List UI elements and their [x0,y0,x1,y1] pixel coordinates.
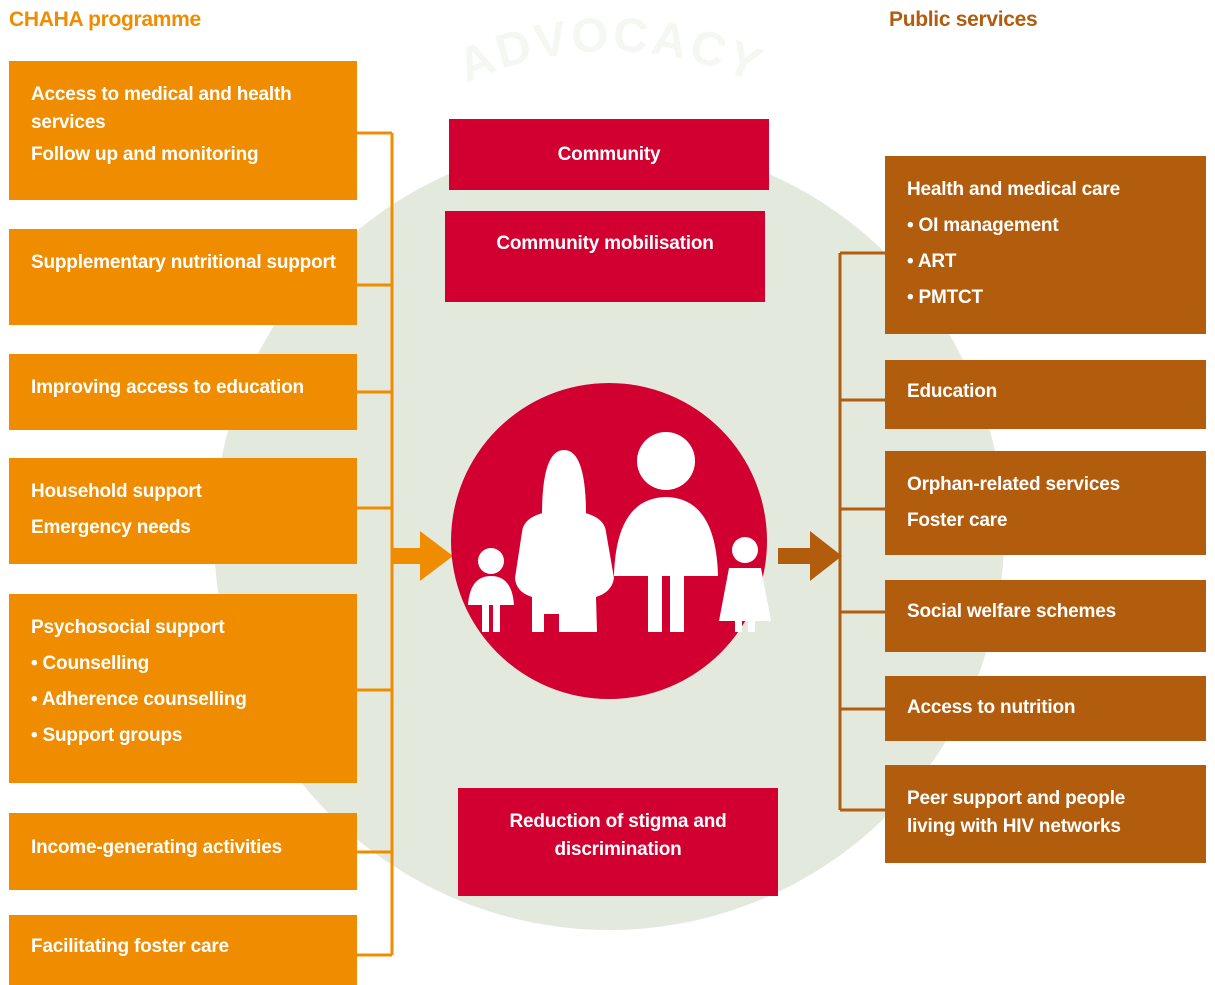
programme-item-line: Household support [31,481,202,502]
public-service-line: Access to nutrition [907,697,1076,718]
programme-item: Facilitating foster care [9,915,357,985]
programme-item-line: Access to medical and health services [31,84,292,133]
programme-arrow [392,531,453,581]
public-service-item: Health and medical care • OI management … [885,156,1206,334]
programme-item-line: Improving access to education [31,377,304,398]
community-box: Community [449,119,769,190]
community-mobilisation-label: Community mobilisation [496,232,714,254]
public-service-line: Peer support and people living with HIV … [907,788,1126,837]
public-service-line: • OI management [907,215,1059,236]
public-service-item: Access to nutrition [885,676,1206,741]
programme-item-line: Follow up and monitoring [31,144,259,165]
public-service-line: Social welfare schemes [907,601,1116,622]
programme-item-line: Income-generating activities [31,837,282,858]
programme-item: Supplementary nutritional support [9,229,357,325]
advocacy-label: ADVOCACY [451,8,771,93]
public-service-item: Peer support and people living with HIV … [885,765,1206,863]
programme-item-line: Facilitating foster care [31,936,229,957]
programme-item: Psychosocial support • Counselling • Adh… [9,594,357,783]
public-service-line: • ART [907,251,957,272]
programme-item-line: • Support groups [31,725,183,746]
public-service-item: Orphan-related services Foster care [885,451,1206,555]
programme-connector [357,131,394,957]
community-mobilisation-box: Community mobilisation [445,211,765,302]
programme-item-line: Supplementary nutritional support [31,252,336,273]
programme-item-line: Emergency needs [31,517,191,538]
programme-item-line: • Adherence counselling [31,689,247,710]
public-service-line: Education [907,381,998,402]
public-service-line: Foster care [907,510,1008,531]
programme-item: Income-generating activities [9,813,357,890]
public-service-item: Education [885,360,1206,429]
family-icon [468,432,771,632]
public-connector [838,251,885,812]
programme-item: Improving access to education [9,354,357,430]
community-label: Community [557,143,661,165]
public-service-line: • PMTCT [907,287,983,308]
family-circle [451,383,767,699]
stigma-reduction-label: Reduction of stigma and discrimination [509,811,727,860]
programme-item-line: • Counselling [31,653,150,674]
public-services-header: Public services [889,8,1038,31]
programme-item: Access to medical and health services Fo… [9,61,357,200]
stigma-reduction-box: Reduction of stigma and discrimination [458,788,778,896]
public-service-line: Health and medical care [907,179,1120,200]
programme-item-line: Psychosocial support [31,617,225,638]
programme-header: CHAHA programme [9,8,201,31]
public-arrow [778,531,842,581]
programme-item: Household support Emergency needs [9,458,357,564]
public-service-item: Social welfare schemes [885,580,1206,652]
public-service-line: Orphan-related services [907,474,1120,495]
